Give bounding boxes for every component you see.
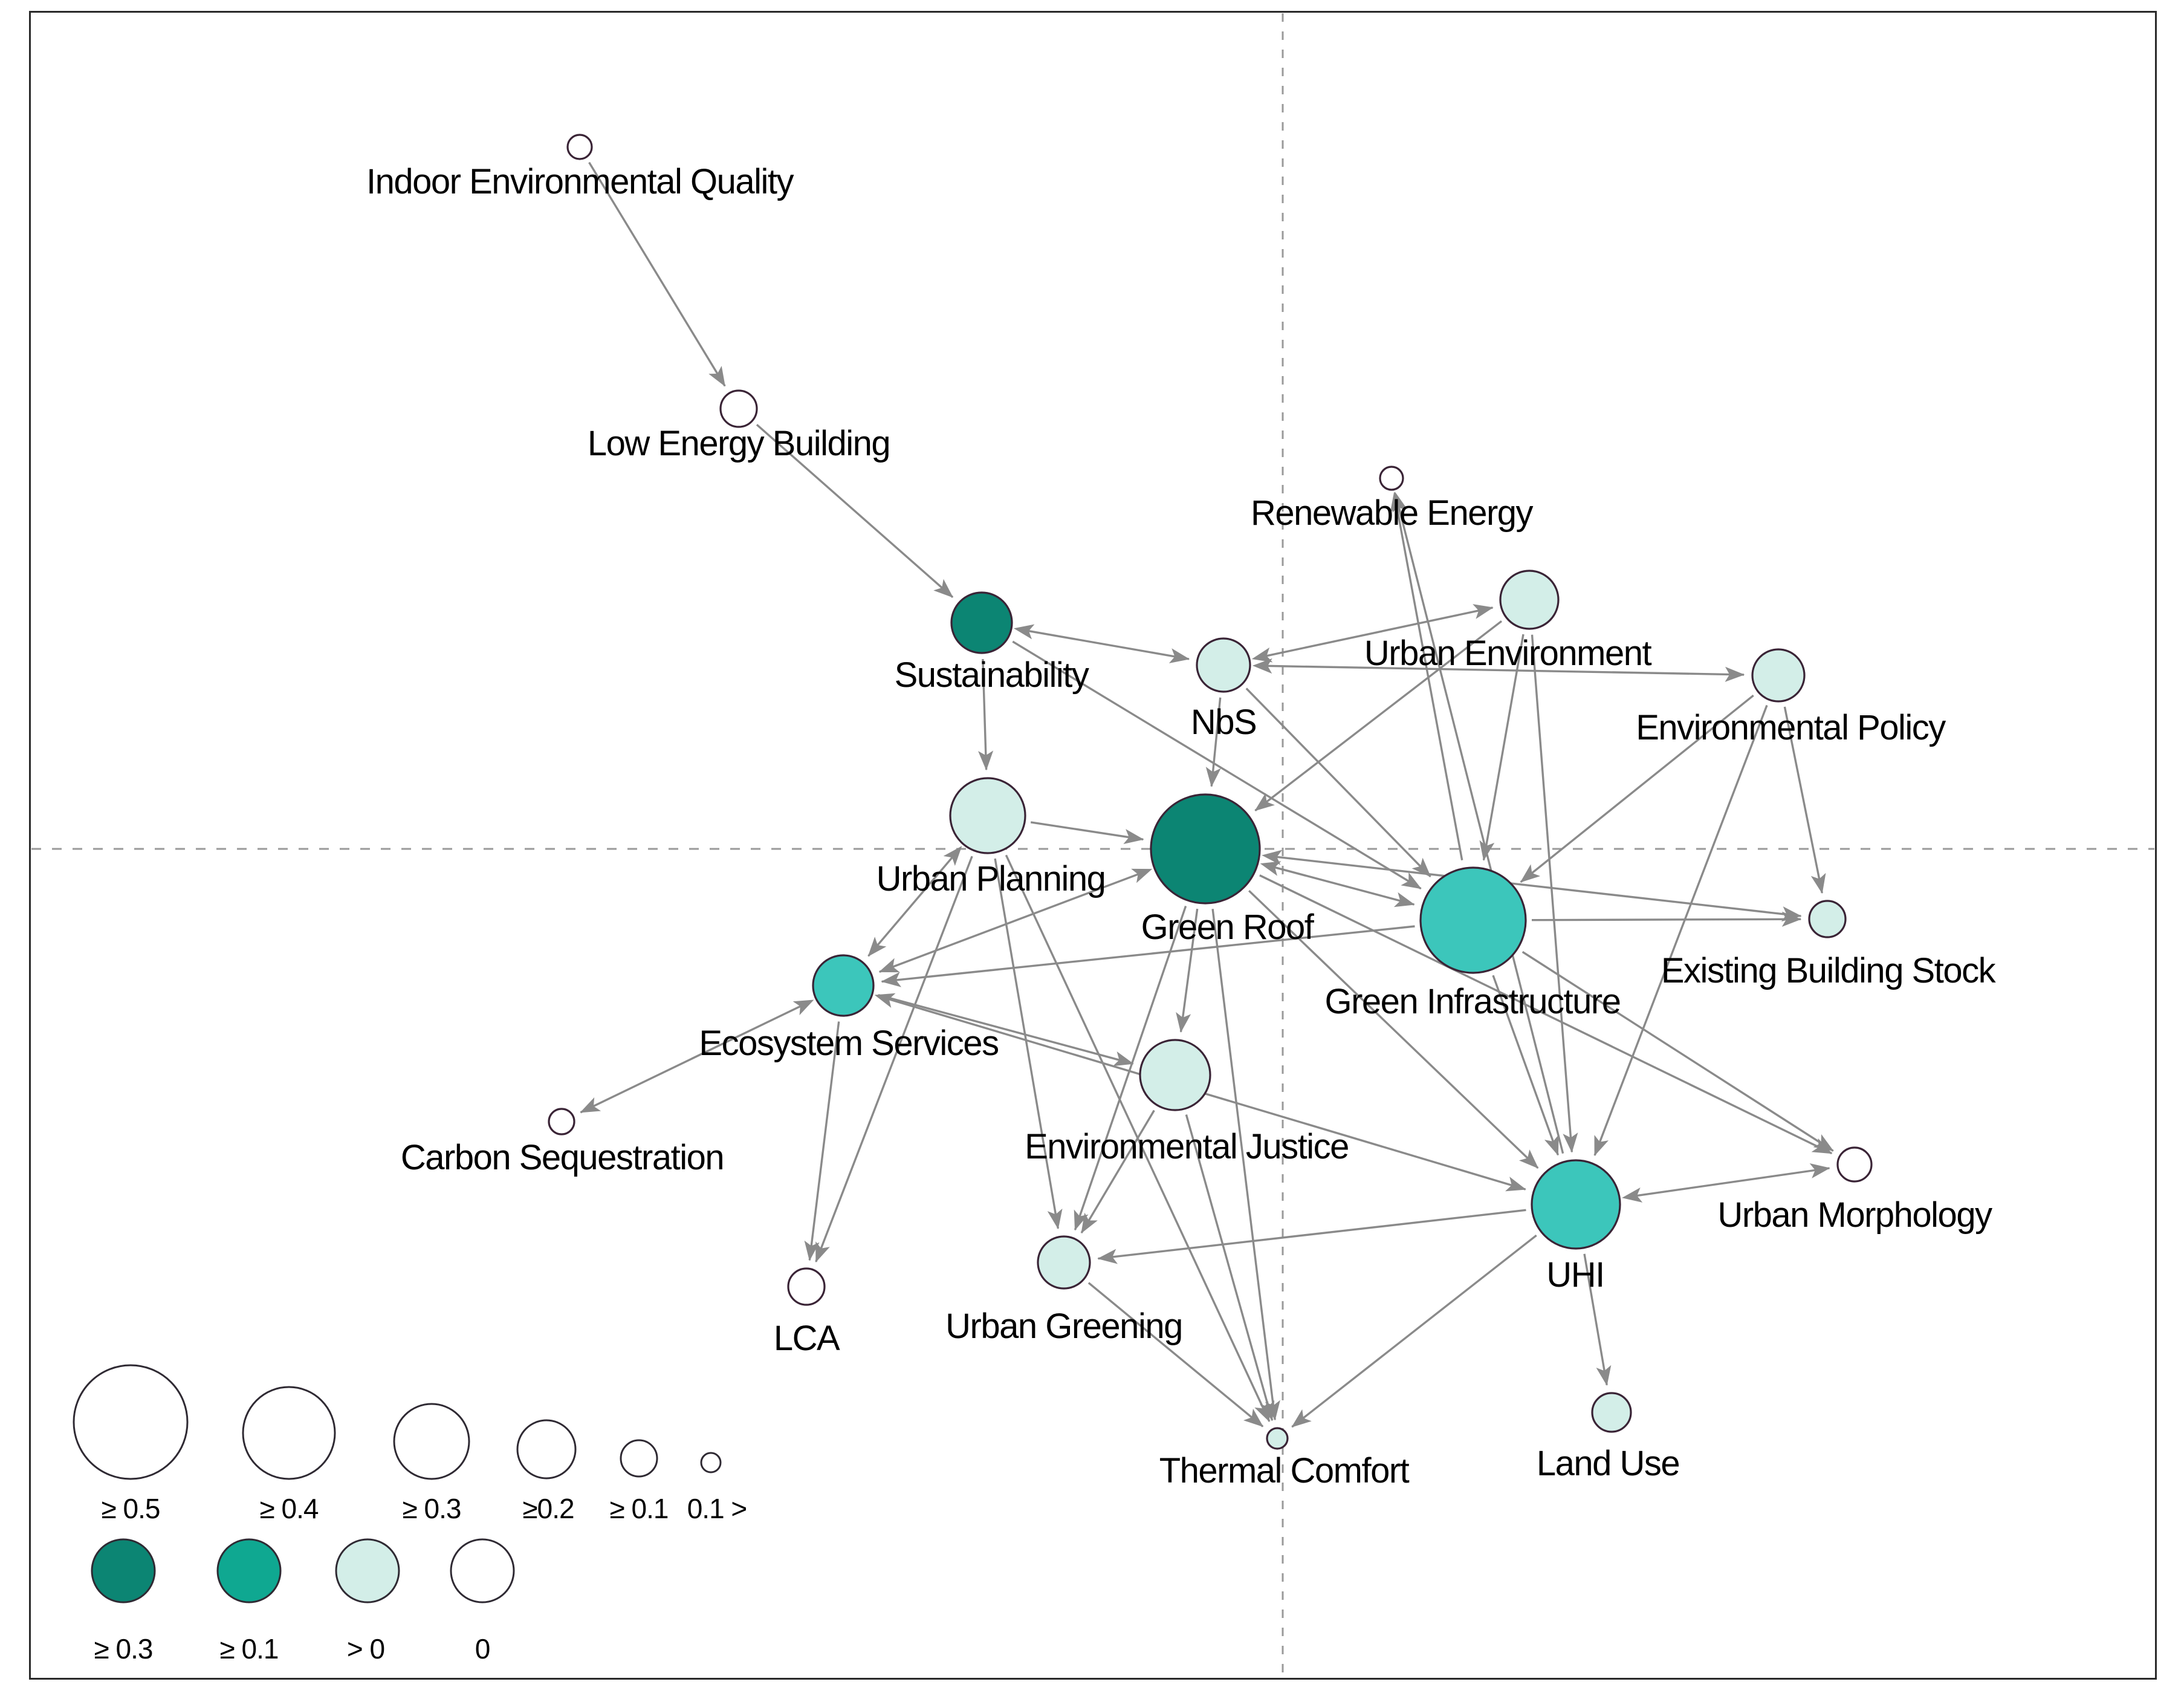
legend-color-label-2: > 0	[346, 1633, 385, 1665]
node-label-nbs: NbS	[1190, 703, 1257, 742]
node-label-renewable-energy: Renewable Energy	[1250, 493, 1534, 533]
legend-size-label-2: ≥ 0.3	[402, 1493, 462, 1524]
node-label-uhi: UHI	[1546, 1255, 1605, 1295]
figure-frame	[29, 11, 2157, 1680]
node-label-green-infrastructure: Green Infrastructure	[1324, 982, 1622, 1021]
node-label-urban-morphology: Urban Morphology	[1717, 1195, 1992, 1235]
node-label-carbon-sequestration: Carbon Sequestration	[400, 1138, 725, 1177]
node-label-green-roof: Green Roof	[1141, 908, 1314, 947]
node-label-environmental-policy: Environmental Policy	[1636, 708, 1946, 747]
node-label-land-use: Land Use	[1536, 1444, 1680, 1483]
node-label-low-energy-building: Low Energy Building	[587, 424, 891, 463]
node-label-urban-environment: Urban Environment	[1364, 634, 1652, 673]
node-label-environmental-justice: Environmental Justice	[1025, 1127, 1349, 1166]
legend-size-label-5: 0.1 >	[687, 1493, 748, 1524]
node-label-indoor-environmental-quality: Indoor Environmental Quality	[366, 162, 794, 201]
node-label-ecosystem-services: Ecosystem Services	[699, 1024, 999, 1063]
node-label-sustainability: Sustainability	[894, 655, 1089, 695]
legend-color-label-3: 0	[475, 1633, 491, 1665]
node-label-urban-greening: Urban Greening	[945, 1307, 1183, 1346]
legend-size-label-3: ≥0.2	[522, 1493, 574, 1524]
node-label-thermal-comfort: Thermal Comfort	[1159, 1451, 1410, 1490]
legend-color-label-1: ≥ 0.1	[219, 1633, 279, 1665]
node-label-existing-building-stock: Existing Building Stock	[1661, 951, 1996, 990]
legend-color-label-0: ≥ 0.3	[94, 1633, 154, 1665]
legend-size-label-1: ≥ 0.4	[259, 1493, 319, 1524]
node-label-lca: LCA	[773, 1319, 840, 1358]
legend-size-label-0: ≥ 0.5	[101, 1493, 161, 1524]
node-label-urban-planning: Urban Planning	[876, 859, 1106, 898]
legend-size-label-4: ≥ 0.1	[609, 1493, 669, 1524]
